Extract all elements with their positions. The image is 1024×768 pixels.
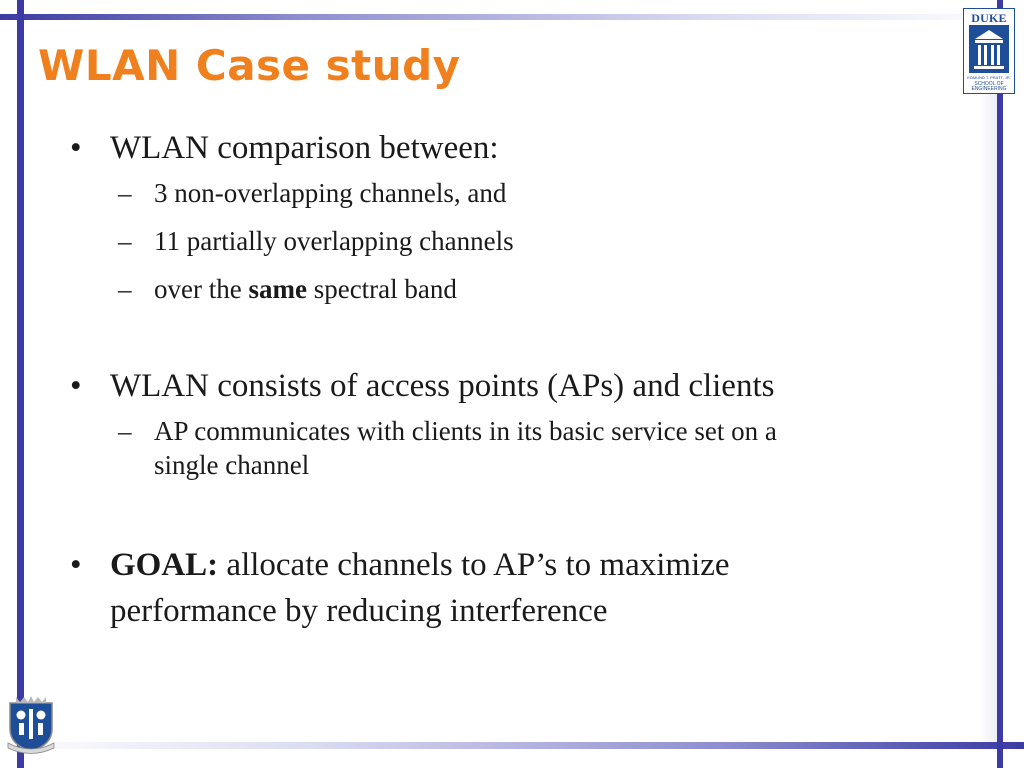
frame-left-bar	[17, 0, 24, 768]
slide-title: WLAN Case study	[38, 41, 461, 90]
sub-bullet-text: 11 partially overlapping channels	[154, 226, 514, 256]
sub-bullet-item: – 3 non-overlapping channels, and	[70, 176, 940, 210]
bullet-item: • WLAN comparison between:	[70, 128, 940, 168]
duke-university-shield-icon	[7, 696, 55, 754]
dash-glyph: –	[118, 226, 132, 256]
sub-bullet-suffix: spectral band	[306, 274, 457, 304]
sub-bullet-item: – 11 partially overlapping channels	[70, 224, 940, 258]
bullet-item: • WLAN consists of access points (APs) a…	[70, 366, 940, 406]
bullet-item: • GOAL: allocate channels to AP’s to max…	[70, 542, 940, 634]
frame-shadow	[980, 20, 997, 742]
logo-wordmark: DUKE	[971, 11, 1007, 25]
bullet-glyph: •	[70, 130, 82, 166]
sub-bullet-text-line2: single channel	[154, 450, 310, 480]
dash-glyph: –	[118, 274, 132, 304]
bullet-glyph: •	[70, 368, 82, 404]
frame-right-bar	[997, 0, 1003, 768]
bullet-text: WLAN consists of access points (APs) and…	[110, 368, 775, 404]
sub-bullet-text-line1: AP communicates with clients in its basi…	[154, 416, 777, 446]
sub-bullet-prefix: over the	[154, 274, 249, 304]
duke-chapel-icon	[969, 25, 1009, 73]
bullet-text-line2: performance by reducing interference	[110, 593, 608, 629]
sub-bullet-item: – AP communicates with clients in its ba…	[70, 414, 940, 482]
slide-content: • WLAN comparison between: – 3 non-overl…	[70, 128, 940, 634]
bullet-glyph: •	[70, 547, 82, 583]
bullet-text-line1: allocate channels to AP’s to maximize	[218, 547, 730, 583]
sub-bullet-emphasis: same	[248, 274, 307, 304]
frame-top-bar	[0, 14, 1024, 20]
logo-line1: EDMUND T. PRATT, JR.	[967, 75, 1011, 80]
dash-glyph: –	[118, 416, 132, 446]
frame-bottom-bar	[0, 742, 1024, 749]
goal-label: GOAL:	[110, 547, 219, 583]
bullet-text: WLAN comparison between:	[110, 130, 499, 166]
sub-bullet-text: 3 non-overlapping channels, and	[154, 178, 507, 208]
sub-bullet-item: – over the same spectral band	[70, 272, 940, 306]
dash-glyph: –	[118, 178, 132, 208]
